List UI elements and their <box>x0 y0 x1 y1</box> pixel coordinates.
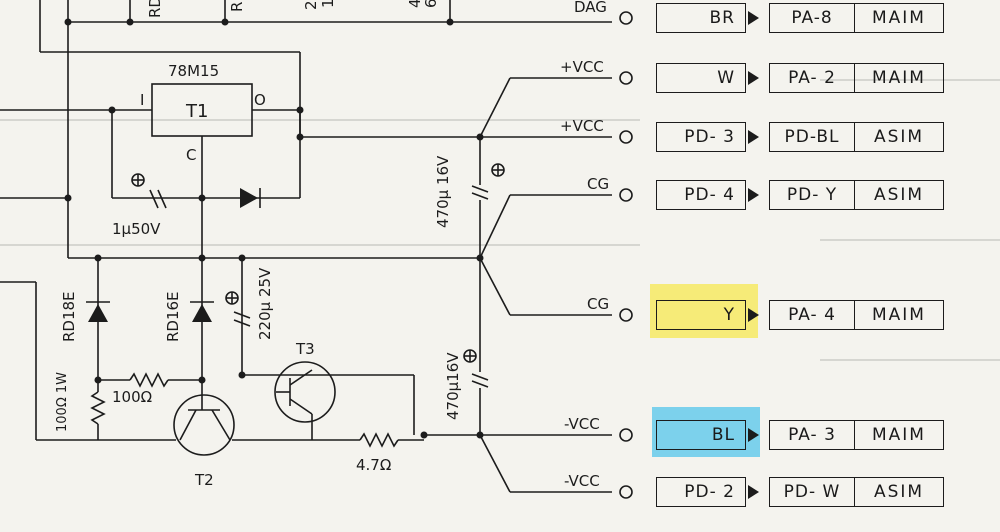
regulator-78m15 <box>0 83 612 258</box>
top-frag-6: 6 <box>422 0 440 8</box>
net-label-6: -VCC <box>564 472 600 490</box>
pin-pair-6: PD- W ASIM <box>769 477 944 507</box>
pin-label: PA- 3 <box>770 421 855 449</box>
net-label-1: +VCC <box>560 58 604 76</box>
connector-row-3: PD- 4 PD- Y ASIM <box>656 177 944 213</box>
regulator-part-label: 78M15 <box>168 62 219 80</box>
conn-label: ASIM <box>873 482 925 502</box>
plug-box-2: PD- 3 <box>656 122 746 152</box>
pin-pair-3: PD- Y ASIM <box>769 180 944 210</box>
net-label-2: +VCC <box>560 117 604 135</box>
cap-220u <box>225 291 251 327</box>
connector-row-6: PD- 2 PD- W ASIM <box>656 474 944 510</box>
plug-box-5: BL <box>656 420 746 450</box>
pin-common-label: C <box>186 146 196 164</box>
background-grid <box>0 79 1000 361</box>
net-labels: DAG +VCC +VCC CG CG -VCC -VCC <box>560 0 609 490</box>
connector-row-4: Y PA- 4 MAIM <box>656 297 944 333</box>
pin-pair-4: PA- 4 MAIM <box>769 300 944 330</box>
top-frag-1: RD <box>146 0 164 18</box>
net-label-4: CG <box>587 295 609 313</box>
net-label-5: -VCC <box>564 415 600 433</box>
r1-label: 100Ω 1W <box>55 372 70 432</box>
pin-label: PD- W <box>770 478 855 506</box>
conn-label: MAIM <box>872 305 926 325</box>
top-frag-2: R <box>228 2 246 12</box>
connector-row-1: W PA- 2 MAIM <box>656 60 944 96</box>
connector-row-5: BL PA- 3 MAIM <box>656 417 944 453</box>
r3-label: 4.7Ω <box>356 456 391 474</box>
conn-label: MAIM <box>872 68 926 88</box>
pin-label: PD- Y <box>770 181 855 209</box>
pin-pair-2: PD-BL ASIM <box>769 122 944 152</box>
plug-box-1: W <box>656 63 746 93</box>
arrow-icon <box>748 428 759 442</box>
pin-pair-1: PA- 2 MAIM <box>769 63 944 93</box>
pin-label: PD-BL <box>770 123 855 151</box>
plug-box-4: Y <box>656 300 746 330</box>
net-label-3: CG <box>587 175 609 193</box>
zener-rd18e <box>86 301 110 322</box>
conn-label: ASIM <box>873 127 925 147</box>
component-labels: 78M15 T1 I O C 1μ50V RD18E RD16E 220μ 25… <box>55 0 462 489</box>
cap-470u-a-label: 470μ 16V <box>434 155 452 228</box>
zener2-label: RD16E <box>164 291 182 342</box>
connector-row-2: PD- 3 PD-BL ASIM <box>656 119 944 155</box>
conn-label: MAIM <box>872 425 926 445</box>
arrow-icon <box>748 11 759 25</box>
t3-label: T3 <box>295 340 315 358</box>
zener-rd16e <box>190 301 214 322</box>
pin-label: PA-8 <box>770 4 855 32</box>
cap-1u-label: 1μ50V <box>112 220 161 238</box>
highlight-blue <box>652 407 760 457</box>
pin-in-label: I <box>140 91 144 109</box>
pin-label: PA- 2 <box>770 64 855 92</box>
arrow-icon <box>748 130 759 144</box>
terminals <box>619 11 633 499</box>
plug-box-3: PD- 4 <box>656 180 746 210</box>
reg-cap-diode <box>131 173 261 209</box>
right-bus <box>463 77 612 493</box>
pin-label: PA- 4 <box>770 301 855 329</box>
top-frag-5: 4 <box>406 0 424 8</box>
arrow-icon <box>748 188 759 202</box>
cap-220u-label: 220μ 25V <box>256 267 274 340</box>
pin-out-label: O <box>254 91 266 109</box>
regulator-ref-label: T1 <box>185 101 208 122</box>
arrow-icon <box>748 308 759 322</box>
connector-row-0: BR PA-8 MAIM <box>656 0 944 36</box>
cap-470u-b-label: 470μ16V <box>444 352 462 420</box>
top-frag-3: 2 <box>302 0 320 10</box>
r2-label: 100Ω <box>112 388 152 406</box>
conn-label: ASIM <box>873 185 925 205</box>
lower-network <box>90 361 612 456</box>
t2-label: T2 <box>194 471 214 489</box>
net-label-0: DAG <box>574 0 607 16</box>
plug-box-6: PD- 2 <box>656 477 746 507</box>
conn-label: MAIM <box>872 8 926 28</box>
pin-pair-5: PA- 3 MAIM <box>769 420 944 450</box>
pin-pair-0: PA-8 MAIM <box>769 3 944 33</box>
plug-box-0: BR <box>656 3 746 33</box>
top-frag-4: 1 <box>319 0 337 8</box>
arrow-icon <box>748 485 759 499</box>
zener1-label: RD18E <box>60 291 78 342</box>
arrow-icon <box>748 71 759 85</box>
